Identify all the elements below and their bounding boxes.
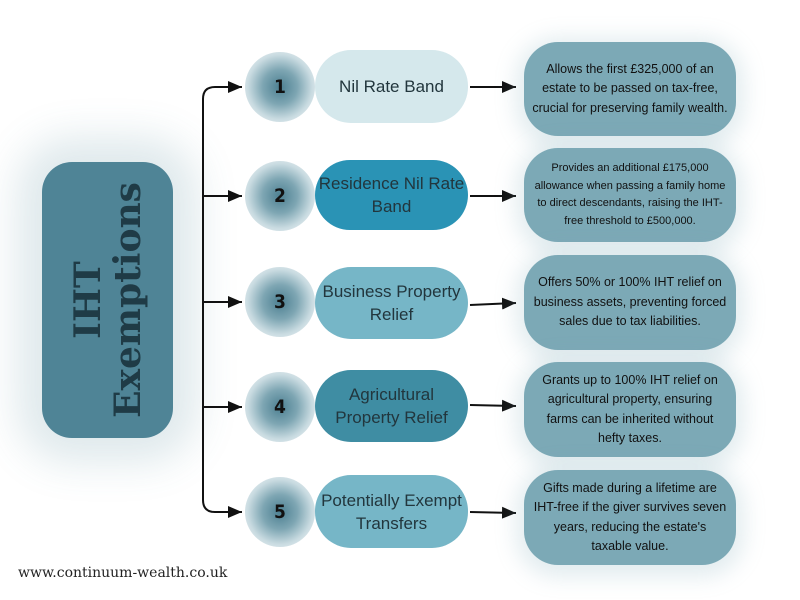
desc-arrow-4	[469, 399, 517, 412]
trunk-line	[202, 86, 242, 518]
desc-arrow-3	[469, 297, 517, 310]
description-box-1: Allows the first £325,000 of an estate t…	[524, 42, 736, 136]
exemption-pill-5: Potentially Exempt Transfers	[315, 475, 468, 548]
exemption-pill-1: Nil Rate Band	[315, 50, 468, 123]
description-box-4: Grants up to 100% IHT relief on agricult…	[524, 362, 736, 457]
number-badge-4: 4	[245, 372, 315, 442]
website-link[interactable]: www.continuum-wealth.co.uk	[18, 565, 228, 581]
number-badge-2: 2	[245, 161, 315, 231]
number-badge-1: 1	[245, 52, 315, 122]
description-box-3: Offers 50% or 100% IHT relief on busines…	[524, 255, 736, 350]
number-badge-5: 5	[245, 477, 315, 547]
desc-arrow-5	[469, 506, 517, 519]
exemption-pill-2: Residence Nil Rate Band	[315, 160, 468, 230]
exemption-pill-4: Agricultural Property Relief	[315, 370, 468, 442]
exemption-pill-3: Business Property Relief	[315, 267, 468, 339]
description-box-2: Provides an additional £175,000 allowanc…	[524, 148, 736, 242]
number-badge-3: 3	[245, 267, 315, 337]
title-box: IHT Exemptions	[42, 162, 173, 438]
description-box-5: Gifts made during a lifetime are IHT-fre…	[524, 470, 736, 565]
